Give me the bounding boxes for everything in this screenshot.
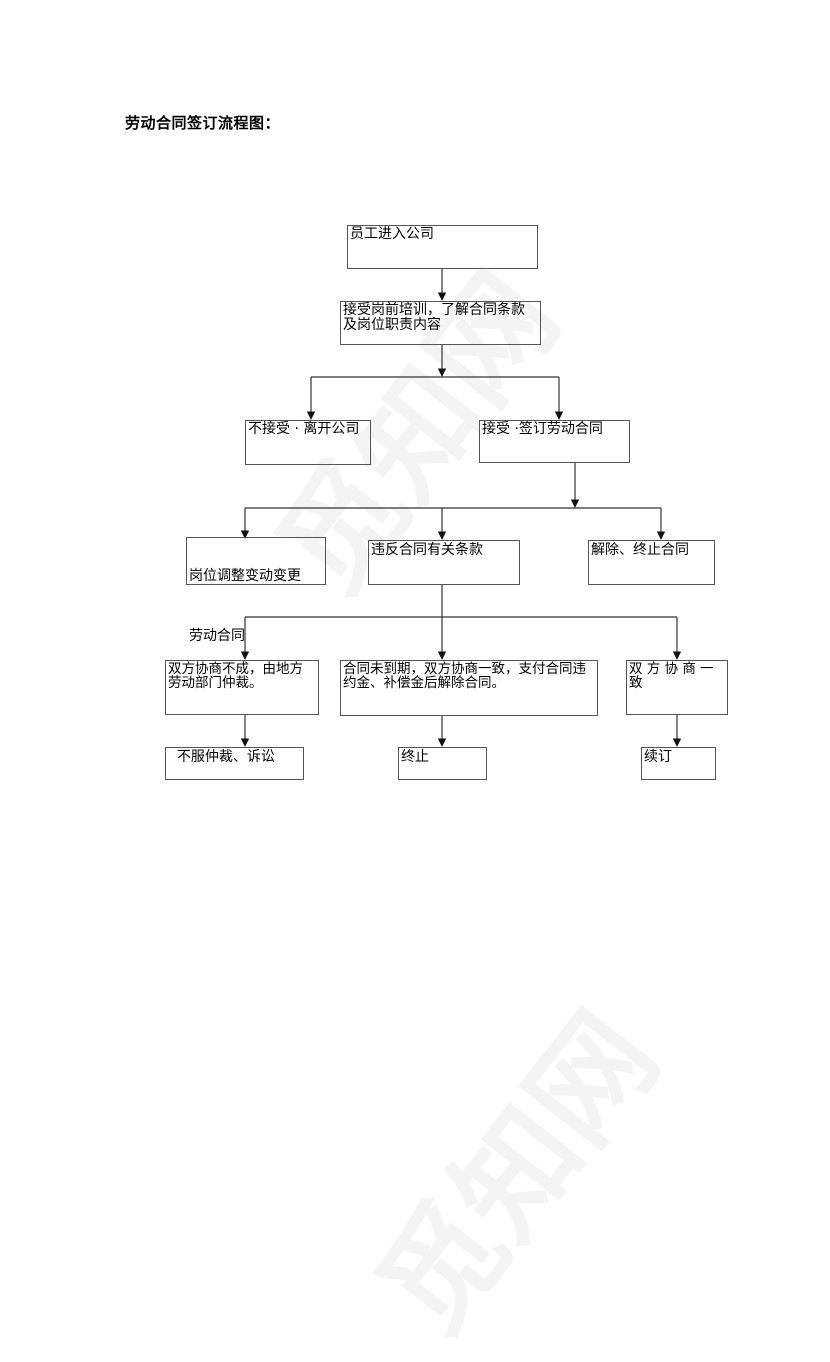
node-position-change-line1: 岗位调整变动变更 — [189, 568, 301, 584]
node-position-change: 岗位调整变动变更 劳动合同 — [186, 537, 326, 644]
node-dispute-lawsuit: 不服仲裁、诉讼 — [165, 747, 304, 780]
node-enter-company: 员工进入公司 — [347, 225, 538, 269]
node-terminate-contract: 解除、终止合同 — [588, 540, 715, 585]
flowchart-connectors — [240, 269, 682, 747]
node-mutual-agreement: 双 方 协 商 一致 — [626, 660, 728, 715]
node-negotiation-failed: 双方协商不成，由地方劳动部门仲裁。 — [165, 660, 319, 715]
node-position-change-line2: 劳动合同 — [189, 628, 245, 644]
node-reject-leave: 不接受 · 离开公司 — [245, 420, 371, 465]
node-accept-sign: 接受 ·签订劳动合同 — [479, 420, 630, 463]
node-renew: 续订 — [641, 747, 716, 780]
node-early-termination-agreed: 合同未到期，双方协商一致，支付合同违约金、补偿金后解除合同。 — [340, 660, 598, 716]
node-violate-terms: 违反合同有关条款 — [368, 540, 520, 585]
node-terminate: 终止 — [398, 747, 487, 780]
node-pre-job-training: 接受岗前培训，了解合同条款及岗位职责内容 — [340, 301, 541, 345]
page-title: 劳动合同签订流程图： — [125, 114, 281, 132]
